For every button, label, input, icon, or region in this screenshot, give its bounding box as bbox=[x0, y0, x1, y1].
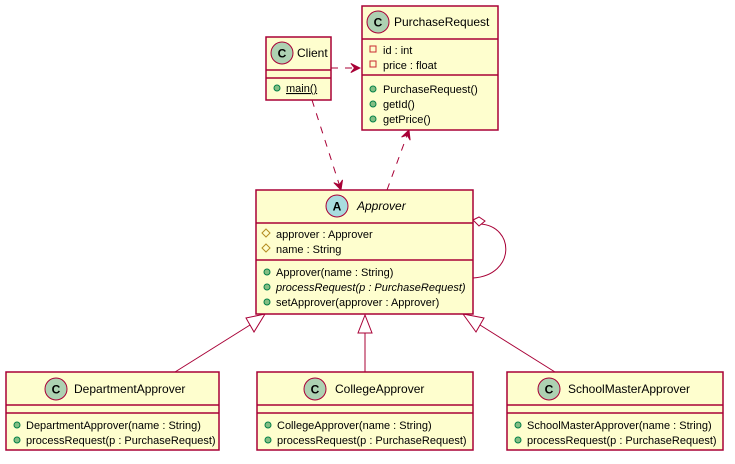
department-inheritance-line bbox=[174, 324, 251, 373]
class-approver[interactable]: A Approver approver : Approver name : St… bbox=[255, 189, 474, 315]
class-stereotype-letter: C bbox=[374, 16, 383, 30]
class-stereotype-letter: A bbox=[333, 200, 342, 214]
field-id: id : int bbox=[383, 45, 412, 57]
private-field-marker bbox=[369, 60, 377, 68]
method-setapprover: setApprover(approver : Approver) bbox=[276, 297, 439, 309]
class-stereotype-letter: C bbox=[52, 383, 61, 397]
public-method-marker bbox=[369, 85, 377, 93]
class-name: DepartmentApprover bbox=[74, 382, 185, 396]
class-stereotype-icon bbox=[537, 377, 561, 401]
aggregation-diamond bbox=[472, 216, 486, 227]
class-name: SchoolMasterApprover bbox=[568, 382, 690, 396]
college-inheritance-arrow bbox=[357, 313, 373, 334]
public-method-marker bbox=[13, 421, 21, 429]
method-processrequest: processRequest(p : PurchaseRequest) bbox=[527, 435, 717, 447]
method-purchaserequest: PurchaseRequest() bbox=[383, 84, 478, 96]
class-collegeapprover[interactable]: C CollegeApprover CollegeApprover(name :… bbox=[256, 371, 474, 451]
class-purchaserequest[interactable]: C PurchaseRequest id : int price : float… bbox=[361, 5, 499, 131]
class-name: Approver bbox=[356, 199, 407, 213]
class-name: CollegeApprover bbox=[335, 382, 424, 396]
public-method-marker bbox=[369, 100, 377, 108]
class-stereotype-letter: C bbox=[545, 383, 554, 397]
method-collegeapprover-constructor: CollegeApprover(name : String) bbox=[277, 420, 432, 432]
method-schoolmasterapprover-constructor: SchoolMasterApprover(name : String) bbox=[527, 420, 712, 432]
schoolmaster-inheritance-line bbox=[479, 324, 556, 373]
class-name: PurchaseRequest bbox=[394, 15, 490, 29]
method-processrequest: processRequest(p : PurchaseRequest) bbox=[26, 435, 216, 447]
private-field-marker bbox=[369, 45, 377, 53]
class-stereotype-icon bbox=[303, 377, 327, 401]
method-main: main() bbox=[286, 83, 317, 95]
field-approver: approver : Approver bbox=[276, 229, 373, 241]
class-departmentapprover[interactable]: C DepartmentApprover DepartmentApprover(… bbox=[5, 371, 220, 451]
class-stereotype-icon bbox=[366, 10, 390, 34]
class-stereotype-icon bbox=[44, 377, 68, 401]
public-method-marker bbox=[514, 421, 522, 429]
public-method-marker bbox=[273, 84, 281, 92]
department-inheritance-arrow bbox=[245, 313, 267, 333]
approver-to-purchaserequest-dependency bbox=[386, 130, 409, 191]
abstract-stereotype-icon bbox=[325, 194, 349, 218]
method-getid: getId() bbox=[383, 99, 415, 111]
protected-field-marker bbox=[261, 228, 271, 238]
method-processrequest-abstract: processRequest(p : PurchaseRequest) bbox=[275, 282, 466, 294]
method-getprice: getPrice() bbox=[383, 114, 431, 126]
public-method-marker bbox=[13, 436, 21, 444]
class-schoolmasterapprover[interactable]: C SchoolMasterApprover SchoolMasterAppro… bbox=[506, 371, 724, 451]
public-method-marker bbox=[263, 268, 271, 276]
class-client[interactable]: C Client main() bbox=[265, 36, 332, 101]
class-name: Client bbox=[297, 46, 328, 60]
protected-field-marker bbox=[261, 243, 271, 253]
class-stereotype-icon bbox=[270, 41, 294, 65]
method-processrequest: processRequest(p : PurchaseRequest) bbox=[277, 435, 467, 447]
public-method-marker bbox=[264, 436, 272, 444]
approver-self-aggregation bbox=[472, 223, 507, 279]
public-method-marker bbox=[263, 298, 271, 306]
public-method-marker bbox=[369, 115, 377, 123]
public-method-marker bbox=[263, 283, 271, 291]
class-stereotype-letter: C bbox=[278, 47, 287, 61]
schoolmaster-inheritance-arrow bbox=[461, 313, 485, 333]
relations bbox=[174, 68, 556, 373]
client-to-approver-dependency bbox=[311, 99, 341, 190]
public-method-marker bbox=[264, 421, 272, 429]
public-method-marker bbox=[514, 436, 522, 444]
method-departmentapprover-constructor: DepartmentApprover(name : String) bbox=[26, 420, 201, 432]
field-name: name : String bbox=[276, 244, 341, 256]
field-price: price : float bbox=[383, 60, 437, 72]
class-stereotype-letter: C bbox=[311, 383, 320, 397]
method-approver-constructor: Approver(name : String) bbox=[276, 267, 393, 279]
